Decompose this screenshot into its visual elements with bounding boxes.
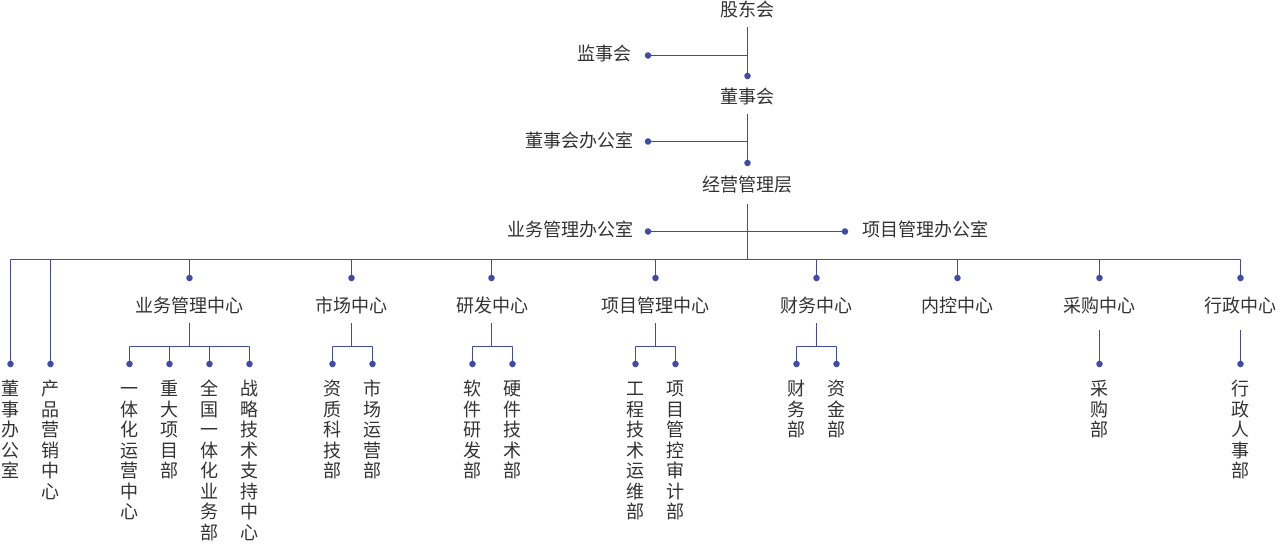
- node-management: 经营管理层: [702, 175, 792, 196]
- connector-dot: [509, 360, 516, 368]
- department-label: 重大项目部: [160, 379, 178, 482]
- node-board: 董事会: [720, 87, 774, 108]
- connector-dot: [166, 360, 173, 368]
- center-label: 行政中心: [1204, 296, 1276, 317]
- department-label: 软件研发部: [463, 379, 481, 482]
- connector-dot: [954, 274, 961, 282]
- connector-dot: [348, 274, 355, 282]
- connector-dot: [672, 360, 679, 368]
- node-standalone: 产品营销中心: [41, 379, 59, 503]
- connector-dot: [1096, 274, 1103, 282]
- connector-dot: [329, 360, 336, 368]
- connector-dot: [1237, 360, 1244, 368]
- connector-dot: [206, 360, 213, 368]
- connector-dot: [793, 360, 800, 368]
- connector-dot: [644, 138, 652, 145]
- connector-dot: [7, 360, 14, 368]
- node-supervisors: 监事会: [577, 44, 631, 65]
- center-label: 内控中心: [921, 296, 993, 317]
- connector-dot: [1237, 274, 1244, 282]
- department-label: 采购部: [1090, 379, 1108, 441]
- center-label: 采购中心: [1063, 296, 1135, 317]
- department-label: 硬件技术部: [503, 379, 521, 482]
- connector-dot: [488, 274, 495, 282]
- department-label: 一体化运营中心: [120, 379, 138, 523]
- center-label: 研发中心: [456, 296, 528, 317]
- connector-dot: [644, 52, 652, 59]
- center-label: 市场中心: [315, 296, 387, 317]
- node-shareholders: 股东会: [720, 0, 774, 21]
- node-standalone: 董事办公室: [1, 379, 19, 482]
- connector-dot: [841, 228, 849, 235]
- department-label: 战略技术支持中心: [240, 379, 258, 544]
- connector-dot: [1096, 360, 1103, 368]
- connector-dot: [813, 274, 820, 282]
- connector-dot: [369, 360, 376, 368]
- connector-dot: [833, 360, 840, 368]
- connector-dot: [744, 159, 751, 167]
- connector-dot: [644, 228, 652, 235]
- department-label: 全国一体化业务部: [200, 379, 218, 544]
- center-label: 业务管理中心: [135, 296, 243, 317]
- department-label: 工程技术运维部: [626, 379, 644, 523]
- department-label: 财务部: [787, 379, 805, 441]
- center-label: 财务中心: [780, 296, 852, 317]
- department-label: 资质科技部: [323, 379, 341, 482]
- department-label: 市场运营部: [363, 379, 381, 482]
- connector-dot: [126, 360, 133, 368]
- center-label: 项目管理中心: [601, 296, 709, 317]
- connector-dot: [47, 360, 54, 368]
- department-label: 资金部: [827, 379, 845, 441]
- connector-dot: [652, 274, 659, 282]
- node-business-office: 业务管理办公室: [507, 220, 633, 241]
- department-label: 项目管控审计部: [666, 379, 684, 523]
- connector-dot: [186, 274, 193, 282]
- department-label: 行政人事部: [1231, 379, 1249, 482]
- connector-dot: [632, 360, 639, 368]
- connector-dot: [469, 360, 476, 368]
- connector-dot: [744, 72, 751, 80]
- node-board-office: 董事会办公室: [525, 131, 633, 152]
- connector-dot: [246, 360, 253, 368]
- node-project-office: 项目管理办公室: [862, 220, 988, 241]
